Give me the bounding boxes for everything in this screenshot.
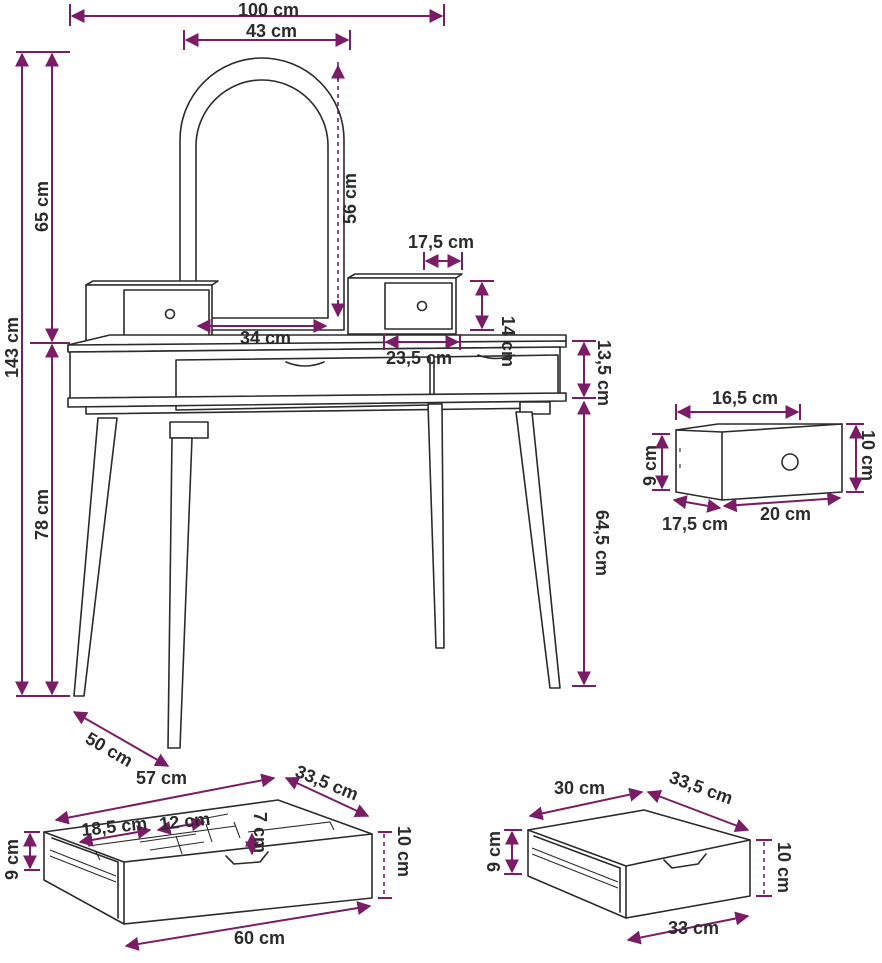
label-mirror-inner-width: 34 cm bbox=[240, 328, 291, 348]
label-big-drawer-divider-height: 7 cm bbox=[250, 812, 270, 853]
drawer-knob bbox=[781, 453, 799, 471]
label-right-drawer-inner-width: 30 cm bbox=[554, 778, 605, 798]
label-small-drawer-front-width: 17,5 cm bbox=[408, 232, 474, 252]
label-detail-outer-height: 10 cm bbox=[858, 430, 878, 481]
label-detail-inner-height: 9 cm bbox=[640, 445, 660, 486]
leg-back-right bbox=[515, 411, 561, 689]
label-big-drawer-inner-height: 9 cm bbox=[2, 839, 22, 880]
label-leg-height: 64,5 cm bbox=[592, 510, 612, 576]
right-drawer-detail bbox=[504, 787, 772, 945]
label-big-drawer-outer-width: 60 cm bbox=[234, 928, 285, 948]
leg-back-left bbox=[427, 403, 445, 649]
label-detail-depth: 20 cm bbox=[760, 504, 811, 524]
label-big-drawer-outer-height: 10 cm bbox=[394, 826, 414, 877]
label-right-drawer-outer-width: 33 cm bbox=[668, 918, 719, 938]
label-depth: 50 cm bbox=[82, 728, 136, 771]
label-top-height: 65 cm bbox=[32, 181, 52, 232]
label-mirror-height: 56 cm bbox=[340, 173, 360, 224]
label-total-height: 143 cm bbox=[2, 317, 22, 378]
label-right-drawer-inner-height: 9 cm bbox=[484, 831, 504, 872]
leg-front-right bbox=[167, 437, 193, 749]
label-small-drawer-height: 14 cm bbox=[498, 316, 518, 367]
label-right-drawer-outer-height: 10 cm bbox=[774, 842, 794, 893]
left-small-drawer bbox=[85, 280, 219, 342]
small-drawer-detail bbox=[652, 404, 864, 513]
label-table-height: 78 cm bbox=[32, 489, 52, 540]
big-drawer-detail bbox=[23, 773, 392, 951]
drawer-knob bbox=[416, 300, 428, 312]
label-total-width: 100 cm bbox=[238, 0, 299, 20]
label-big-drawer-inner-width: 57 cm bbox=[136, 768, 187, 788]
vanity-dimensions bbox=[15, 4, 596, 767]
leg-front-left bbox=[73, 417, 118, 697]
label-small-drawer-gap: 23,5 cm bbox=[386, 348, 452, 368]
label-mirror-width: 43 cm bbox=[246, 21, 297, 41]
right-small-drawer bbox=[347, 273, 463, 335]
label-detail-front-width: 17,5 cm bbox=[662, 514, 728, 534]
mirror-frame bbox=[179, 57, 345, 331]
mirror-glass bbox=[195, 79, 329, 319]
drawer-knob bbox=[164, 308, 176, 320]
vanity-table bbox=[67, 57, 567, 749]
label-detail-inner-width: 16,5 cm bbox=[712, 388, 778, 408]
label-apron-height: 13,5 cm bbox=[594, 340, 614, 406]
